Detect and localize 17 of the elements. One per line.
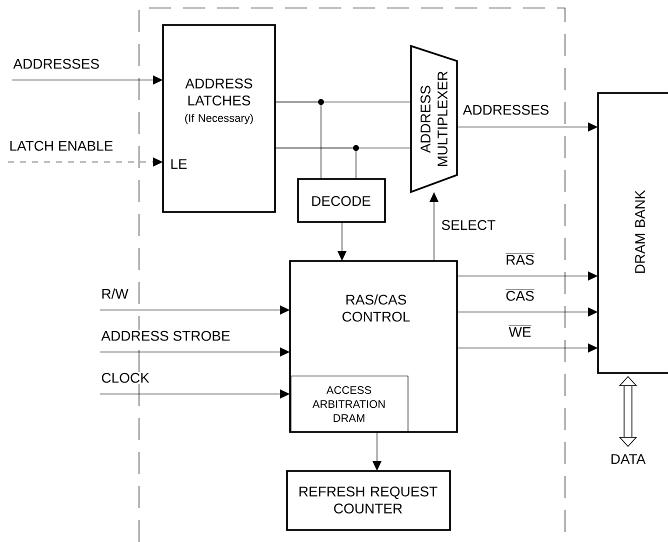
- edge-label: WE: [508, 324, 532, 338]
- edge-label: ADDRESSES: [12, 58, 101, 70]
- dram-bank-box: DRAM BANK: [597, 92, 668, 374]
- arbitration-box: ACCESS ARBITRATION DRAM: [290, 376, 408, 432]
- edge-label: CLOCK: [100, 372, 150, 384]
- counter-box: REFRESH REQUEST COUNTER: [286, 470, 451, 531]
- latch-box: ADDRESS LATCHES (If Necessary) LE: [162, 24, 276, 213]
- decode-box: DECODE: [297, 178, 386, 223]
- arrow: [618, 376, 638, 447]
- edge-label: SELECT: [440, 219, 497, 231]
- edge-label: CAS: [504, 288, 536, 302]
- data-label: DATA: [612, 454, 646, 464]
- edge-label: ADDRESS STROBE: [100, 330, 232, 342]
- edge-label: R/W: [100, 288, 130, 300]
- edge-label: LATCH ENABLE: [8, 140, 114, 152]
- edge-label: ADDRESSES: [462, 104, 550, 116]
- edge-label: RAS: [504, 252, 536, 266]
